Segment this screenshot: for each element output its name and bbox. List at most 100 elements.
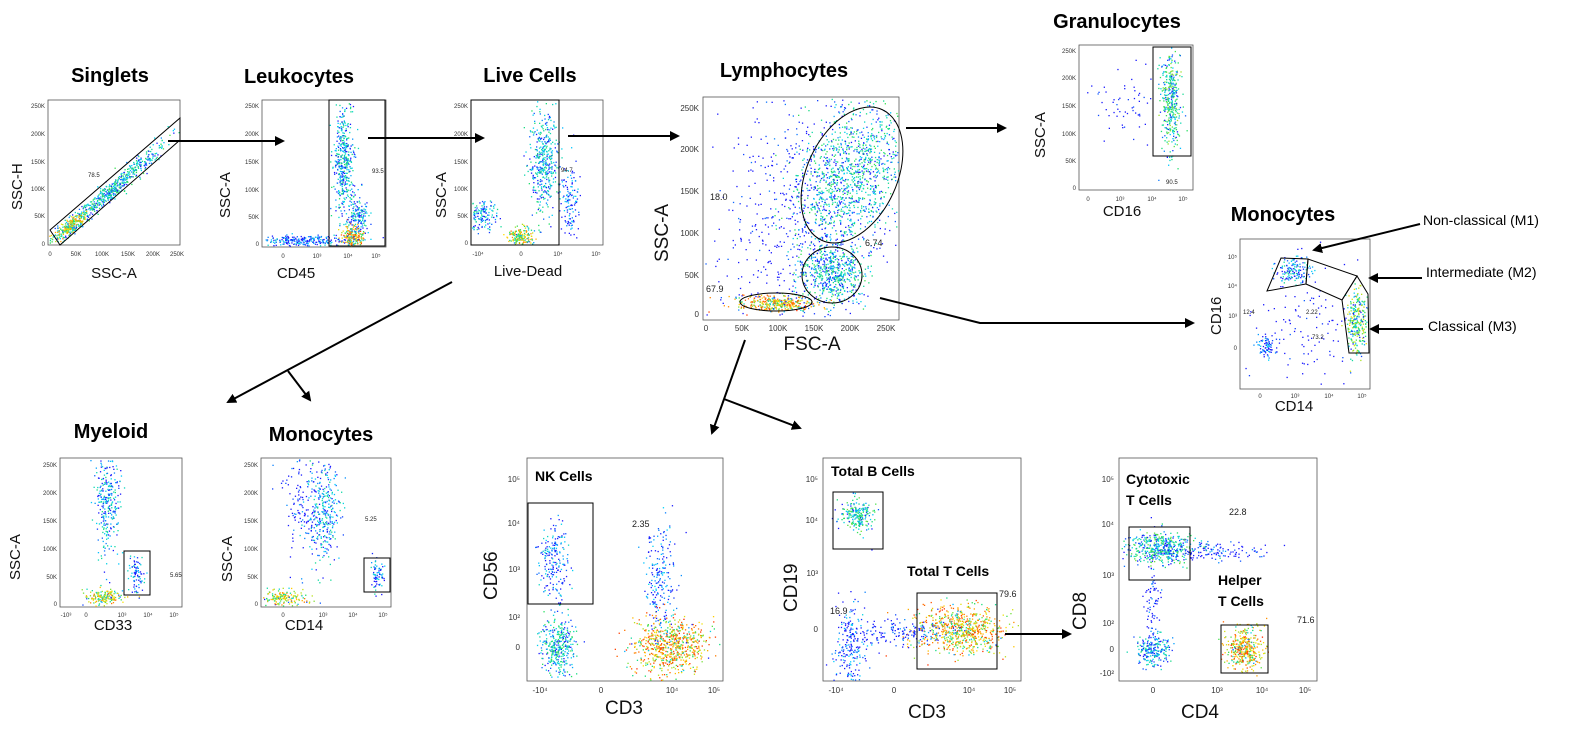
- event-dot: [814, 149, 816, 151]
- event-dot: [100, 196, 102, 198]
- event-dot: [290, 239, 292, 242]
- event-dot: [295, 244, 297, 246]
- event-dot: [533, 189, 536, 191]
- event-dot: [539, 133, 541, 136]
- event-dot: [863, 184, 865, 187]
- event-dot: [484, 210, 486, 213]
- event-dot: [821, 277, 823, 279]
- event-dot: [306, 245, 309, 247]
- event-dot: [834, 159, 836, 161]
- event-dot: [895, 145, 897, 147]
- event-dot: [842, 206, 844, 208]
- event-dot: [571, 170, 574, 172]
- event-dot: [518, 239, 520, 241]
- event-dot: [121, 172, 123, 175]
- event-dot: [816, 210, 819, 212]
- event-dot: [846, 122, 848, 124]
- event-dot: [845, 231, 847, 233]
- event-dot: [849, 263, 851, 265]
- event-dot: [835, 104, 837, 106]
- event-dot: [519, 238, 521, 240]
- event-dot: [774, 215, 776, 217]
- event-dot: [562, 184, 564, 187]
- event-dot: [850, 197, 852, 200]
- event-dot: [824, 232, 826, 235]
- event-dot: [853, 223, 856, 225]
- event-dot: [874, 180, 876, 182]
- event-dot: [830, 260, 832, 262]
- event-dot: [820, 258, 822, 260]
- event-dot: [848, 153, 850, 155]
- event-dot: [556, 167, 558, 169]
- event-dot: [894, 154, 896, 156]
- event-dot: [839, 153, 841, 155]
- event-dot: [855, 170, 857, 172]
- event-dot: [796, 306, 798, 308]
- event-dot: [828, 311, 830, 313]
- event-dot: [158, 145, 160, 147]
- event-dot: [795, 301, 797, 303]
- event-dot: [80, 214, 83, 217]
- event-dot: [806, 162, 808, 164]
- event-dot: [356, 240, 359, 242]
- event-dot: [514, 233, 516, 235]
- event-dot: [129, 173, 131, 175]
- event-dot: [879, 205, 881, 207]
- event-dot: [347, 239, 349, 241]
- event-dot: [807, 247, 809, 249]
- event-dot: [799, 300, 802, 302]
- event-dot: [340, 168, 342, 170]
- event-dot: [835, 120, 838, 122]
- event-dot: [327, 242, 329, 244]
- event-dot: [761, 301, 763, 303]
- event-dot: [532, 174, 534, 177]
- event-dot: [840, 215, 842, 217]
- event-dot: [114, 167, 116, 169]
- event-dot: [850, 167, 852, 169]
- event-dot: [855, 158, 857, 160]
- event-dot: [108, 190, 110, 193]
- event-dot: [489, 226, 491, 228]
- event-dot: [345, 129, 347, 132]
- event-dot: [543, 168, 545, 170]
- event-dot: [821, 144, 823, 146]
- event-dot: [787, 302, 789, 304]
- event-dot: [718, 258, 720, 260]
- event-dot: [804, 204, 806, 206]
- event-dot: [840, 144, 842, 146]
- event-dot: [879, 191, 881, 193]
- event-dot: [140, 157, 142, 159]
- event-dot: [338, 173, 341, 176]
- event-dot: [823, 219, 826, 221]
- event-dot: [83, 218, 85, 220]
- event-dot: [794, 281, 797, 283]
- event-dot: [851, 197, 853, 199]
- event-dot: [534, 177, 537, 179]
- event-dot: [834, 251, 836, 253]
- event-dot: [359, 230, 362, 232]
- event-dot: [110, 189, 112, 191]
- event-dot: [748, 170, 750, 172]
- gate-percent: 78.5: [88, 173, 100, 179]
- event-dot: [855, 176, 858, 178]
- event-dot: [845, 226, 847, 228]
- event-dot: [343, 170, 345, 172]
- event-dot: [877, 221, 879, 224]
- event-dot: [836, 189, 838, 192]
- event-dot: [547, 141, 549, 143]
- event-dot: [846, 147, 848, 149]
- event-dot: [857, 136, 860, 138]
- event-dot: [857, 181, 859, 183]
- event-dot: [332, 167, 334, 169]
- event-dot: [552, 128, 554, 130]
- event-dot: [350, 242, 353, 244]
- event-dot: [806, 280, 808, 282]
- event-dot: [781, 303, 783, 305]
- event-dot: [792, 274, 794, 276]
- event-dot: [559, 183, 561, 185]
- event-dot: [825, 271, 827, 273]
- event-dot: [751, 303, 753, 305]
- event-dot: [792, 285, 794, 287]
- event-dot: [333, 234, 335, 236]
- event-dot: [862, 108, 865, 111]
